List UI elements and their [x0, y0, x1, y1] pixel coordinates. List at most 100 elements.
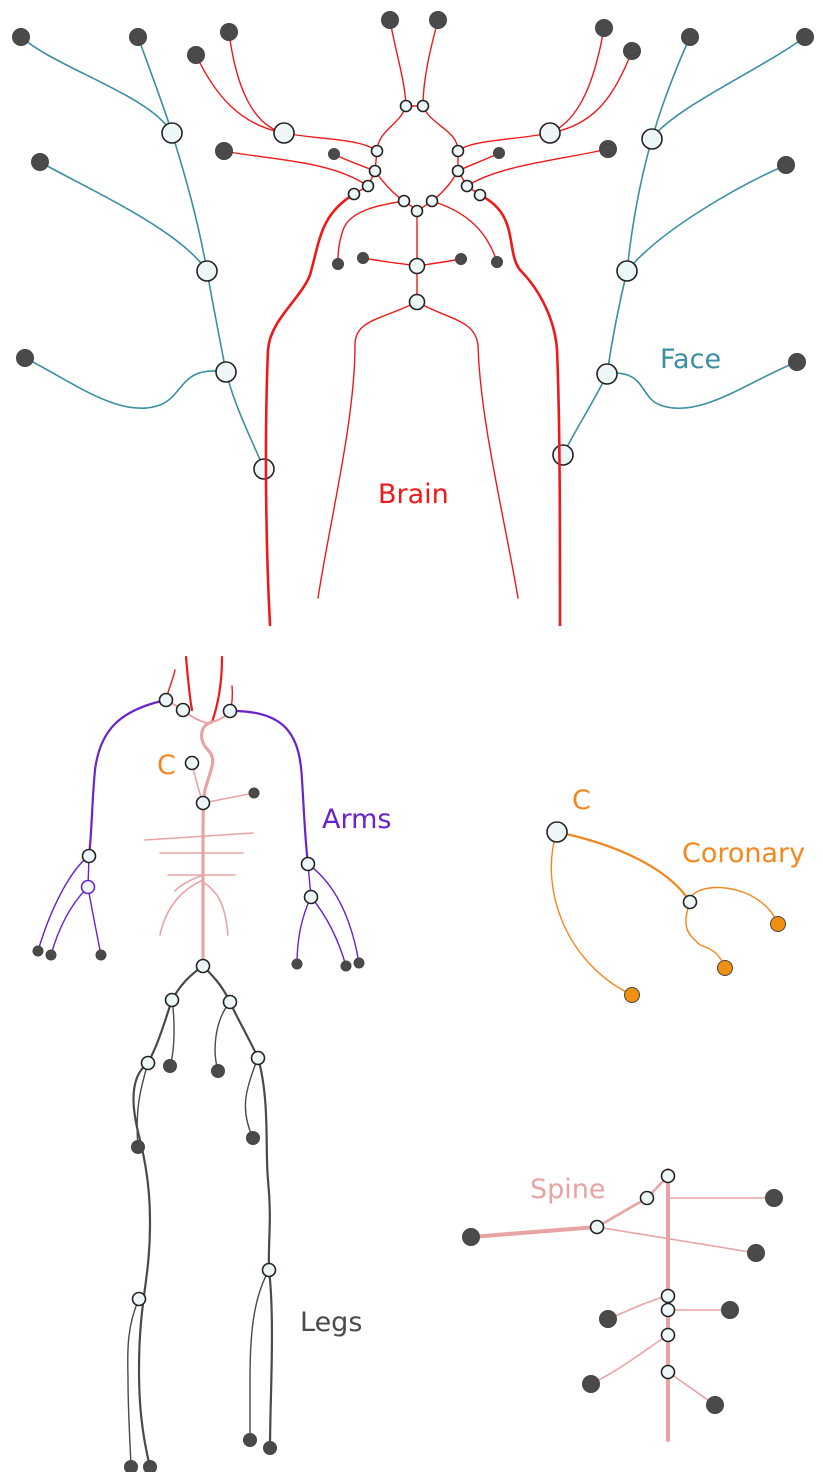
aorta-terminal-node: [249, 788, 259, 798]
arm-terminal-node: [292, 959, 302, 969]
spine-terminal-node: [722, 1302, 739, 1319]
brain-junction-node: [453, 146, 464, 157]
spine-terminal-node: [600, 1311, 617, 1328]
spine-terminal-node: [463, 1229, 480, 1246]
coronary-label: Coronary: [682, 838, 805, 869]
brain-terminal-node: [216, 143, 233, 160]
brain-terminal-node: [333, 259, 344, 270]
brain-label: Brain: [378, 479, 449, 510]
brain-junction-node: [401, 101, 412, 112]
aorta-network: [145, 700, 259, 966]
brain-junction-node: [399, 196, 410, 207]
brain-junction-node: [418, 101, 429, 112]
face-label: Face: [660, 344, 721, 375]
brain-junction-node: [274, 123, 294, 143]
face-network: [13, 29, 814, 480]
face-junction-node: [162, 123, 182, 143]
brain-junction-node: [410, 295, 425, 310]
brain-junction-node: [363, 181, 374, 192]
leg-terminal-node: [247, 1132, 260, 1145]
leg-terminal-node: [164, 1060, 177, 1073]
torso-junction-node: [224, 705, 237, 718]
brain-terminal-node: [596, 20, 613, 37]
arms-label: Arms: [322, 804, 391, 835]
face-terminal-node: [32, 154, 49, 171]
coronary-root-node: [547, 822, 567, 842]
brain-junction-node: [412, 206, 423, 217]
brain-junction-node: [475, 190, 486, 201]
spine-junction-node: [662, 1290, 675, 1303]
face-junction-node: [216, 362, 236, 382]
c-label-coronary: C: [572, 785, 591, 816]
spine-terminal-node: [766, 1190, 783, 1207]
spine-junction-node: [591, 1221, 604, 1234]
arms-network: [33, 700, 364, 971]
brain-junction-node: [453, 166, 464, 177]
torso-junction-node: [177, 704, 190, 717]
face-terminal-node: [130, 29, 147, 46]
arm-terminal-node: [354, 958, 364, 968]
brain-terminal-node: [382, 12, 399, 29]
leg-terminal-node: [212, 1065, 225, 1078]
brain-junction-node: [540, 123, 560, 143]
torso-junction-node: [197, 797, 210, 810]
leg-junction-node: [197, 960, 210, 973]
leg-terminal-node: [144, 1461, 157, 1472]
leg-junction-node: [133, 1293, 146, 1306]
neck-vessels: [166, 657, 232, 722]
spine-junction-node: [662, 1366, 675, 1379]
brain-terminal-node: [329, 149, 340, 160]
face-terminal-node: [682, 29, 699, 46]
face-junction-node: [597, 364, 617, 384]
spine-junction-node: [662, 1304, 675, 1317]
leg-junction-node: [142, 1057, 155, 1070]
leg-terminal-node: [132, 1141, 145, 1154]
arm-terminal-node: [96, 950, 106, 960]
arm-junction-node: [82, 881, 95, 894]
leg-junction-node: [224, 996, 237, 1009]
arm-terminal-node: [341, 961, 351, 971]
spine-terminal-node: [748, 1245, 765, 1262]
torso-junction-node: [160, 694, 173, 707]
brain-junction-node: [349, 189, 360, 200]
coronary-terminal-node: [771, 917, 786, 932]
face-terminal-node: [797, 29, 814, 46]
face-junction-node: [197, 261, 217, 281]
brain-terminal-node: [188, 47, 205, 64]
face-junction-node: [254, 459, 274, 479]
spine-junction-node: [641, 1192, 654, 1205]
leg-junction-node: [263, 1264, 276, 1277]
brain-terminal-node: [494, 148, 505, 159]
arm-junction-node: [302, 858, 315, 871]
legs-label: Legs: [300, 1307, 362, 1338]
brain-terminal-node: [358, 253, 369, 264]
spine-junction-node: [662, 1329, 675, 1342]
coronary-terminal-node: [625, 988, 640, 1003]
brain-terminal-node: [430, 12, 447, 29]
face-terminal-node: [789, 354, 806, 371]
brain-junction-node: [372, 146, 383, 157]
leg-junction-node: [252, 1052, 265, 1065]
brain-junction-node: [370, 166, 381, 177]
brain-terminal-node: [624, 43, 641, 60]
brain-terminal-node: [456, 254, 467, 265]
arm-junction-node: [83, 850, 96, 863]
face-terminal-node: [778, 157, 795, 174]
spine-junction-node: [662, 1170, 675, 1183]
spine-terminal-node: [707, 1397, 724, 1414]
c-label-torso: C: [157, 750, 176, 781]
face-junction-node: [642, 129, 662, 149]
leg-terminal-node: [264, 1442, 277, 1455]
brain-junction-node: [462, 181, 473, 192]
face-junction-node: [617, 261, 637, 281]
brain-network: [188, 12, 641, 626]
brain-terminal-node: [492, 257, 503, 268]
arm-terminal-node: [46, 950, 56, 960]
spine-network: [463, 1170, 783, 1441]
arm-terminal-node: [33, 946, 43, 956]
brain-terminal-node: [221, 24, 238, 41]
coronary-junction-node: [684, 896, 697, 909]
spine-label: Spine: [530, 1174, 606, 1205]
leg-terminal-node: [244, 1434, 257, 1447]
